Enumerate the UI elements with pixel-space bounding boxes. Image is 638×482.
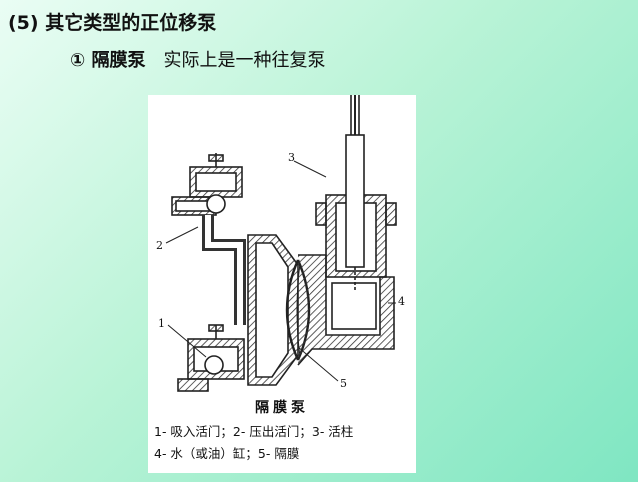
slide-subtitle: ① 隔膜泵实际上是一种往复泵 [70,46,326,72]
figure-caption-title: 隔膜泵 [255,400,309,416]
part-label-1: 1 [158,317,165,330]
diaphragm [285,259,300,361]
diaphragm-pump-diagram [165,95,397,392]
figure-legend-line-2: 4- 水（或油）缸；5- 隔膜 [154,446,300,461]
part-label-3: 3 [288,151,295,164]
figure-legend-line-1: 1- 吸入活门；2- 压出活门；3- 活柱 [154,424,354,439]
subtitle-description: 实际上是一种往复泵 [163,50,326,71]
part-label-2: 2 [156,239,163,252]
discharge-valve-ball [206,194,226,214]
part-label-4: 4 [398,295,405,308]
diaphragm-pump-figure: 3 2 1 4 5 隔膜泵 1- 吸入活门；2- 压出活门；3- 活柱 4- 水… [148,95,416,473]
plunger-rod [345,134,365,268]
suction-valve-ball [204,355,224,375]
subtitle-term: ① 隔膜泵 [70,50,146,71]
part-label-5: 5 [340,377,347,390]
slide-title: (5) 其它类型的正位移泵 [8,12,217,34]
